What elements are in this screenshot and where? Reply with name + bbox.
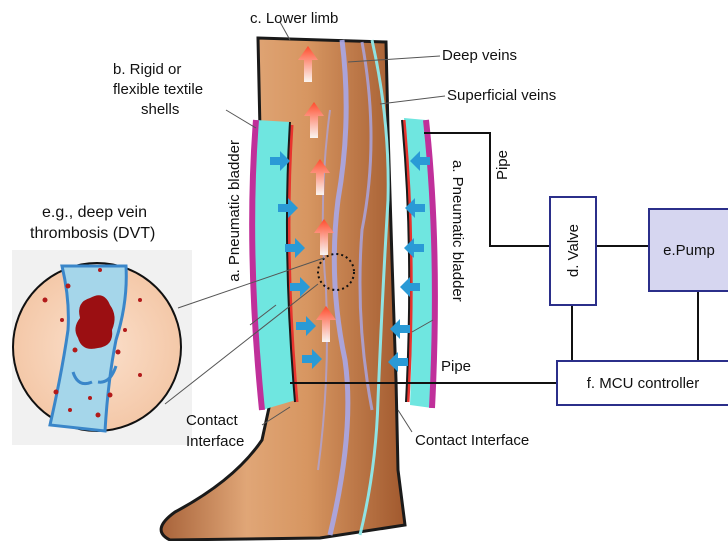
contact-interface-left-label: Contact Interface bbox=[186, 410, 244, 452]
mcu-controller-box: f. MCU controller bbox=[556, 360, 728, 406]
lower-limb-label: c. Lower limb bbox=[250, 10, 338, 28]
pipe-top-label: Pipe bbox=[494, 150, 512, 180]
shells-label-line1: b. Rigid or bbox=[113, 60, 203, 80]
valve-box: d. Valve bbox=[549, 196, 597, 306]
shells-label-line3: shells bbox=[113, 100, 203, 120]
pipe-bottom-label: Pipe bbox=[441, 358, 471, 376]
dvt-label: e.g., deep vein thrombosis (DVT) bbox=[36, 202, 155, 244]
pneumatic-bladder-right-label: a. Pneumatic bladder bbox=[448, 160, 466, 302]
superficial-veins-label: Superficial veins bbox=[447, 87, 556, 105]
contact-interface-right-label: Contact Interface bbox=[415, 432, 529, 450]
pump-box: e.Pump bbox=[648, 208, 728, 292]
deep-veins-label: Deep veins bbox=[442, 47, 517, 65]
dvt-label-line2: thrombosis (DVT) bbox=[30, 223, 155, 244]
contact-left-line1: Contact bbox=[186, 410, 244, 431]
shells-label: b. Rigid or flexible textile shells bbox=[113, 60, 203, 120]
pipe-to-valve bbox=[424, 133, 550, 246]
valve-label: d. Valve bbox=[565, 224, 582, 277]
pneumatic-bladder-left-label: a. Pneumatic bladder bbox=[226, 140, 244, 282]
mcu-label: f. MCU controller bbox=[587, 375, 700, 392]
shells-label-line2: flexible textile bbox=[113, 80, 203, 100]
contact-left-line2: Interface bbox=[186, 431, 244, 452]
pump-label: e.Pump bbox=[663, 242, 715, 259]
dvt-label-line1: e.g., deep vein bbox=[36, 202, 155, 223]
